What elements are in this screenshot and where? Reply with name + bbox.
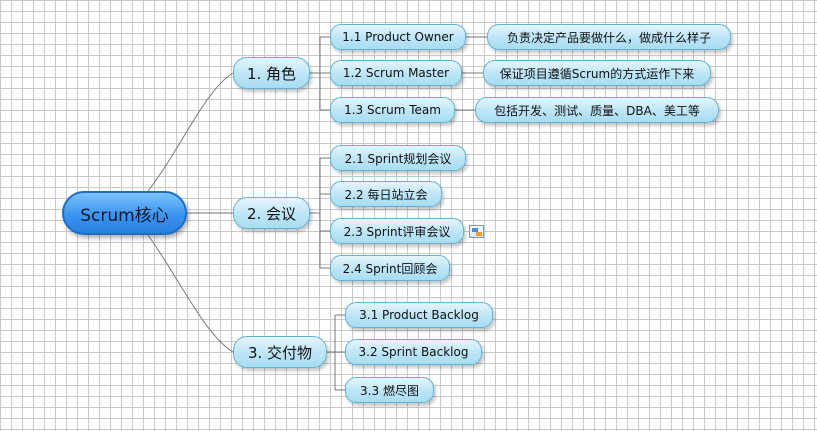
connector-central-roles (147, 72, 234, 192)
subtopic-daily-standup[interactable]: 2.2 每日站立会 (330, 181, 442, 207)
subtopic-scrum-team[interactable]: 1.3 Scrum Team (330, 97, 455, 123)
subtopic-sprint-backlog[interactable]: 3.2 Sprint Backlog (345, 339, 482, 365)
topic-meetings[interactable]: 2. 会议 (233, 197, 310, 229)
topic-note-icon[interactable] (469, 225, 484, 238)
connector-roles-sub (310, 36, 330, 111)
connector-central-deliverables (147, 234, 234, 353)
detail-scrum-team[interactable]: 包括开发、测试、质量、DBA、美工等 (475, 97, 719, 123)
topic-deliverables[interactable]: 3. 交付物 (233, 336, 327, 368)
subtopic-sprint-planning[interactable]: 2.1 Sprint规划会议 (330, 145, 466, 171)
topic-roles[interactable]: 1. 角色 (233, 57, 310, 89)
central-topic[interactable]: Scrum核心 (62, 191, 187, 235)
connector-deliverables-sub (327, 314, 345, 391)
connector-meetings-sub (310, 157, 330, 269)
detail-scrum-master[interactable]: 保证项目遵循Scrum的方式运作下来 (483, 60, 711, 86)
subtopic-product-owner[interactable]: 1.1 Product Owner (330, 24, 466, 50)
subtopic-sprint-retrospective[interactable]: 2.4 Sprint回顾会 (330, 255, 450, 281)
subtopic-sprint-review[interactable]: 2.3 Sprint评审会议 (330, 218, 464, 244)
subtopic-burndown-chart[interactable]: 3.3 燃尽图 (345, 377, 434, 403)
subtopic-scrum-master[interactable]: 1.2 Scrum Master (330, 60, 462, 86)
subtopic-product-backlog[interactable]: 3.1 Product Backlog (345, 302, 493, 328)
detail-product-owner[interactable]: 负责决定产品要做什么，做成什么样子 (487, 24, 731, 50)
